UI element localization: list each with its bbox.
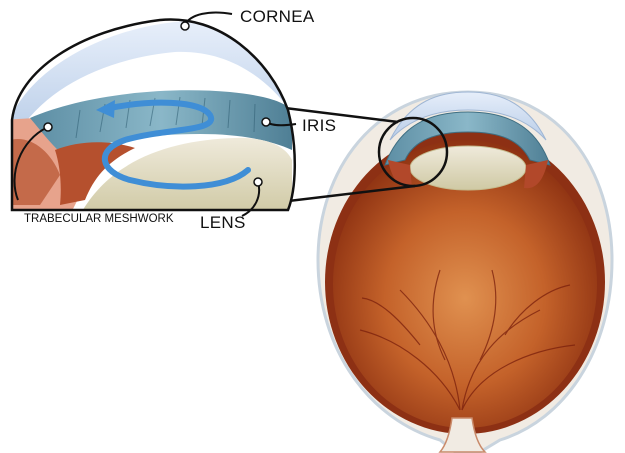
trabecular-dot (44, 123, 52, 131)
label-trabecular: TRABECULAR MESHWORK (24, 213, 174, 225)
label-cornea: CORNEA (240, 7, 315, 26)
cornea-dot (181, 22, 189, 30)
eyeball (318, 92, 612, 452)
label-iris: IRIS (302, 116, 336, 135)
iris-dot (262, 118, 270, 126)
label-lens: LENS (200, 213, 246, 232)
lens-dot (254, 178, 262, 186)
zoom-inset (0, 0, 310, 220)
